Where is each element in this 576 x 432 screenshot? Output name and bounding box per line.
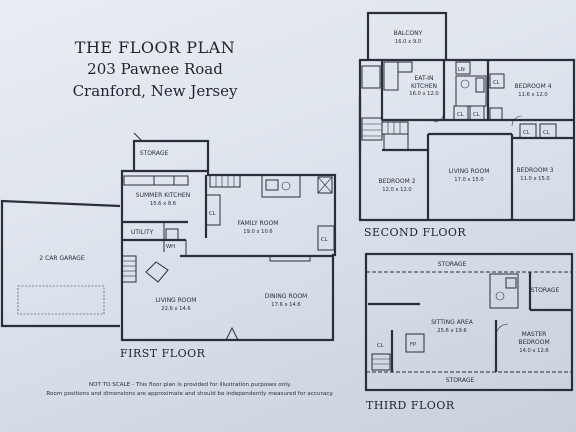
storage-right-label: STORAGE [531,287,560,294]
storage-first-walls [132,139,210,171]
living-room-second-label: LIVING ROOM [449,168,490,175]
linen-label: LN [458,67,465,73]
master-bedroom-label-2: BEDROOM [518,339,549,346]
bedroom2-label: BEDROOM 2 [378,178,415,185]
living-room-first-label: LIVING ROOM [156,297,197,304]
closet-hall-a [453,105,469,121]
first-floor-label: FIRST FLOOR [120,347,206,360]
third-floor-bath [489,273,519,309]
summer-kitchen-label: SUMMER KITCHEN [136,192,190,199]
closet-first-a [205,194,221,226]
stairs-second [361,117,383,141]
eat-in-kitchen-dim: 16.0 x 12.0 [409,91,438,97]
closet-second-label-2: CL [457,112,464,118]
kitchen-counter [123,175,155,186]
first-floor-outline [120,169,337,342]
bedroom4-dim: 11.6 x 12.0 [518,92,547,98]
sitting-area-dim: 25.6 x 19.6 [437,328,466,334]
second-floor-bath [455,75,487,107]
front-door [225,326,239,341]
utility-label: UTILITY [131,229,154,236]
kitchen-sink [153,175,175,186]
dining-room-label: DINING ROOM [265,293,307,300]
bedroom3-label: BEDROOM 3 [516,167,553,174]
garage-walls [0,199,121,328]
second-floor-label: SECOND FLOOR [364,226,467,239]
third-floor-label: THIRD FLOOR [366,399,455,412]
eat-in-kitchen-label-1: EAT-IN [415,75,434,82]
disclaimer-line-2: Room positions and dimensions are approx… [46,391,334,397]
closet-bedroom3-b [539,123,557,139]
plan-title: THE FLOOR PLAN [74,38,236,57]
kitchen-counter-second [383,61,399,91]
stairs-first [121,255,137,283]
stairs-up [209,174,241,188]
balcony-walls [366,11,448,60]
dining-room-dim: 17.6 x 14.6 [271,302,300,308]
water-heater [165,228,179,241]
garage-label: 2 CAR GARAGE [39,255,84,262]
wh-label: WH [166,244,175,250]
bath-sink [265,179,279,191]
fireplace-box [317,176,333,194]
kitchen-sink-second [397,61,413,73]
linen-closet [455,61,471,75]
stairs-third [371,353,391,371]
fireplace-label: FP [410,342,416,348]
closet-second-label-3: CL [473,112,480,118]
landing [381,121,409,135]
storage-bottom-label: STORAGE [446,377,475,384]
kitchen-range [173,175,189,186]
third-floor-plan [364,252,574,392]
eat-in-kitchen-label-2: KITCHEN [411,83,437,90]
bedroom4-label: BEDROOM 4 [514,83,551,90]
master-bedroom-label-1: MASTER [522,331,547,338]
summer-kitchen-dim: 15.6 x 8.6 [150,201,176,207]
garage-door [17,285,105,315]
wall-opening [269,255,311,262]
closet-first-b [317,225,335,251]
family-room-dim: 19.0 x 10.6 [243,229,272,235]
plan-address-city: Cranford, New Jersey [72,82,238,100]
living-room-fireplace [145,261,169,283]
closet-bedroom3-a [519,123,537,139]
closet-bedroom4 [489,73,505,89]
storage-first-label: STORAGE [140,150,169,157]
storage-door [133,132,143,142]
closet-second-label-4: CL [523,130,530,136]
second-floor-outline [358,58,576,222]
closet-second-label-5: CL [543,130,550,136]
toilet [281,181,291,191]
disclaimer-line-1: NOT TO SCALE - This floor plan is provid… [88,382,292,388]
family-room-label: FAMILY ROOM [238,220,279,227]
storage-top-label: STORAGE [438,261,467,268]
third-floor-outline [364,252,574,392]
closet-third-label: CL [377,343,384,349]
closet-hall-b [469,105,485,121]
balcony-dim: 16.0 x 9.0 [395,39,421,45]
first-floor-plan [0,132,337,342]
bedroom3-dim: 11.0 x 15.0 [520,176,549,182]
closet-first-b-label: CL [321,237,328,243]
kitchen-appliance [361,65,381,89]
closet-first-a-label: CL [209,211,216,217]
third-floor-fireplace [405,333,425,353]
closet-second-label-1: CL [493,80,500,86]
balcony-label: BALCONY [394,30,423,37]
sitting-area-label: SITTING AREA [431,319,474,326]
master-bedroom-dim: 14.0 x 12.6 [519,348,548,354]
living-room-second-dim: 17.0 x 15.0 [454,177,483,183]
plan-address-street: 203 Pawnee Road [87,60,223,78]
living-room-first-dim: 22.6 x 14.6 [161,306,190,312]
second-floor-plan [358,11,576,222]
bedroom2-dim: 12.0 x 12.0 [382,187,411,193]
closet-bedroom2 [383,133,409,151]
first-floor-bath [261,174,301,198]
